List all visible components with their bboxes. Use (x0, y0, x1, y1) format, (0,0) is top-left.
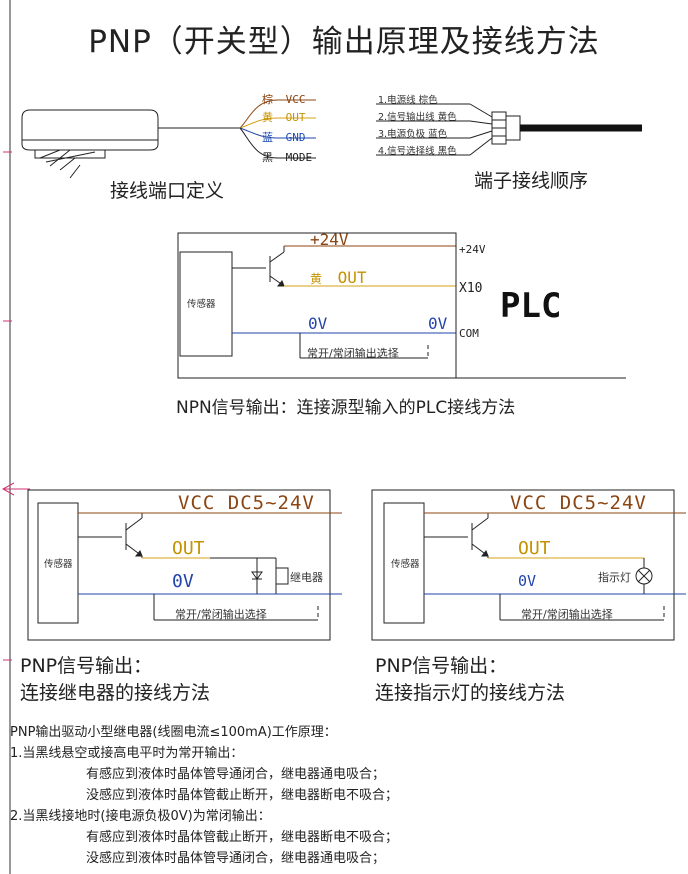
plc-bracket (455, 233, 626, 379)
terminal-connector-drawing (376, 103, 521, 156)
lamp-out-label: OUT (518, 538, 551, 559)
sensor-wire-fan (239, 99, 316, 159)
notes-item-1b: 没感应到液体时晶体管截止断开，继电器断电不吸合； (86, 788, 399, 803)
relay-diode (251, 571, 263, 580)
wire-label-blue: 蓝 GND (262, 131, 306, 144)
plc-24v-terminal: +24V (459, 243, 486, 256)
plc-0v-right: 0V (428, 314, 448, 333)
terminal-item-1: 1.电源线 棕色 (378, 95, 438, 106)
lamp-wires (424, 512, 686, 621)
margin-marks (1, 151, 30, 661)
relay-out-label: OUT (172, 538, 205, 559)
lamp-vcc-label: VCC DC5~24V (510, 492, 647, 514)
lamp-load-label: 指示灯 (598, 571, 631, 584)
relay-vcc-label: VCC DC5~24V (178, 492, 315, 514)
relay-select-label: 常开/常闭输出选择 (175, 608, 267, 621)
notes-item-2b: 没感应到液体时晶体管导通闭合，继电器通电吸合； (86, 851, 386, 866)
plc-transistor (232, 251, 285, 287)
plc-24v-label: +24V (310, 230, 349, 249)
page-title: PNP（开关型）输出原理及接线方法 (88, 24, 600, 60)
relay-sensor-label: 传感器 (44, 559, 73, 570)
sensor-body-drawing (21, 109, 240, 179)
port-definition-caption: 接线端口定义 (110, 180, 225, 202)
lamp-select-label: 常开/常闭输出选择 (521, 608, 613, 621)
notes-item-2a: 有感应到液体时晶体管截止断开，继电器断电不吸合； (86, 830, 399, 845)
terminal-item-3: 3.电源负极 蓝色 (378, 129, 448, 140)
plc-wires (232, 245, 456, 359)
notes-heading: PNP输出驱动小型继电器(线圈电流≤100mA)工作原理： (10, 725, 337, 740)
terminal-item-4: 4.信号选择线 黑色 (378, 146, 457, 157)
lamp-caption-line2: 连接指示灯的接线方法 (375, 682, 566, 704)
plc-title: PLC (500, 286, 562, 326)
lamp-0v-label: 0V (518, 572, 537, 590)
relay-0v-label: 0V (172, 571, 194, 592)
terminal-item-2: 2.信号输出线 黄色 (378, 112, 457, 123)
relay-caption-line1: PNP信号输出： (20, 655, 153, 677)
wire-label-brown: 棕 VCC (262, 93, 306, 106)
plc-out-label: 黄 OUT (310, 268, 367, 287)
relay-caption-line2: 连接继电器的接线方法 (20, 682, 211, 704)
plc-sensor-label: 传感器 (187, 299, 216, 310)
plc-0v-left: 0V (308, 314, 328, 333)
plc-com-terminal: COM (459, 327, 479, 340)
relay-sensor-box (27, 489, 331, 641)
relay-transistor (78, 517, 143, 557)
terminal-order-caption: 端子接线顺序 (474, 170, 589, 192)
plc-select-label: 常开/常闭输出选择 (307, 347, 399, 360)
notes-item-1a: 有感应到液体时晶体管导通闭合，继电器通电吸合； (86, 767, 386, 782)
notes-item-2: 2.当黑线接地时(接电源负极0V)为常闭输出： (10, 809, 271, 824)
plc-x10-terminal: X10 (459, 281, 483, 296)
lamp-caption-line1: PNP信号输出： (375, 655, 508, 677)
lamp-sensor-box (371, 489, 675, 641)
lamp-transistor (424, 517, 489, 557)
lamp-sensor-label: 传感器 (391, 559, 420, 570)
plc-caption: NPN信号输出：连接源型输入的PLC接线方法 (176, 398, 516, 418)
wire-label-black: 黑 MODE (262, 151, 313, 164)
relay-coil (275, 567, 289, 585)
relay-load-label: 继电器 (290, 571, 323, 584)
relay-wires (78, 512, 342, 621)
wire-label-yellow: 黄 OUT (262, 111, 306, 124)
indicator-lamp-icon (635, 567, 653, 585)
notes-item-1: 1.当黑线悬空或接高电平时为常开输出： (10, 746, 244, 761)
